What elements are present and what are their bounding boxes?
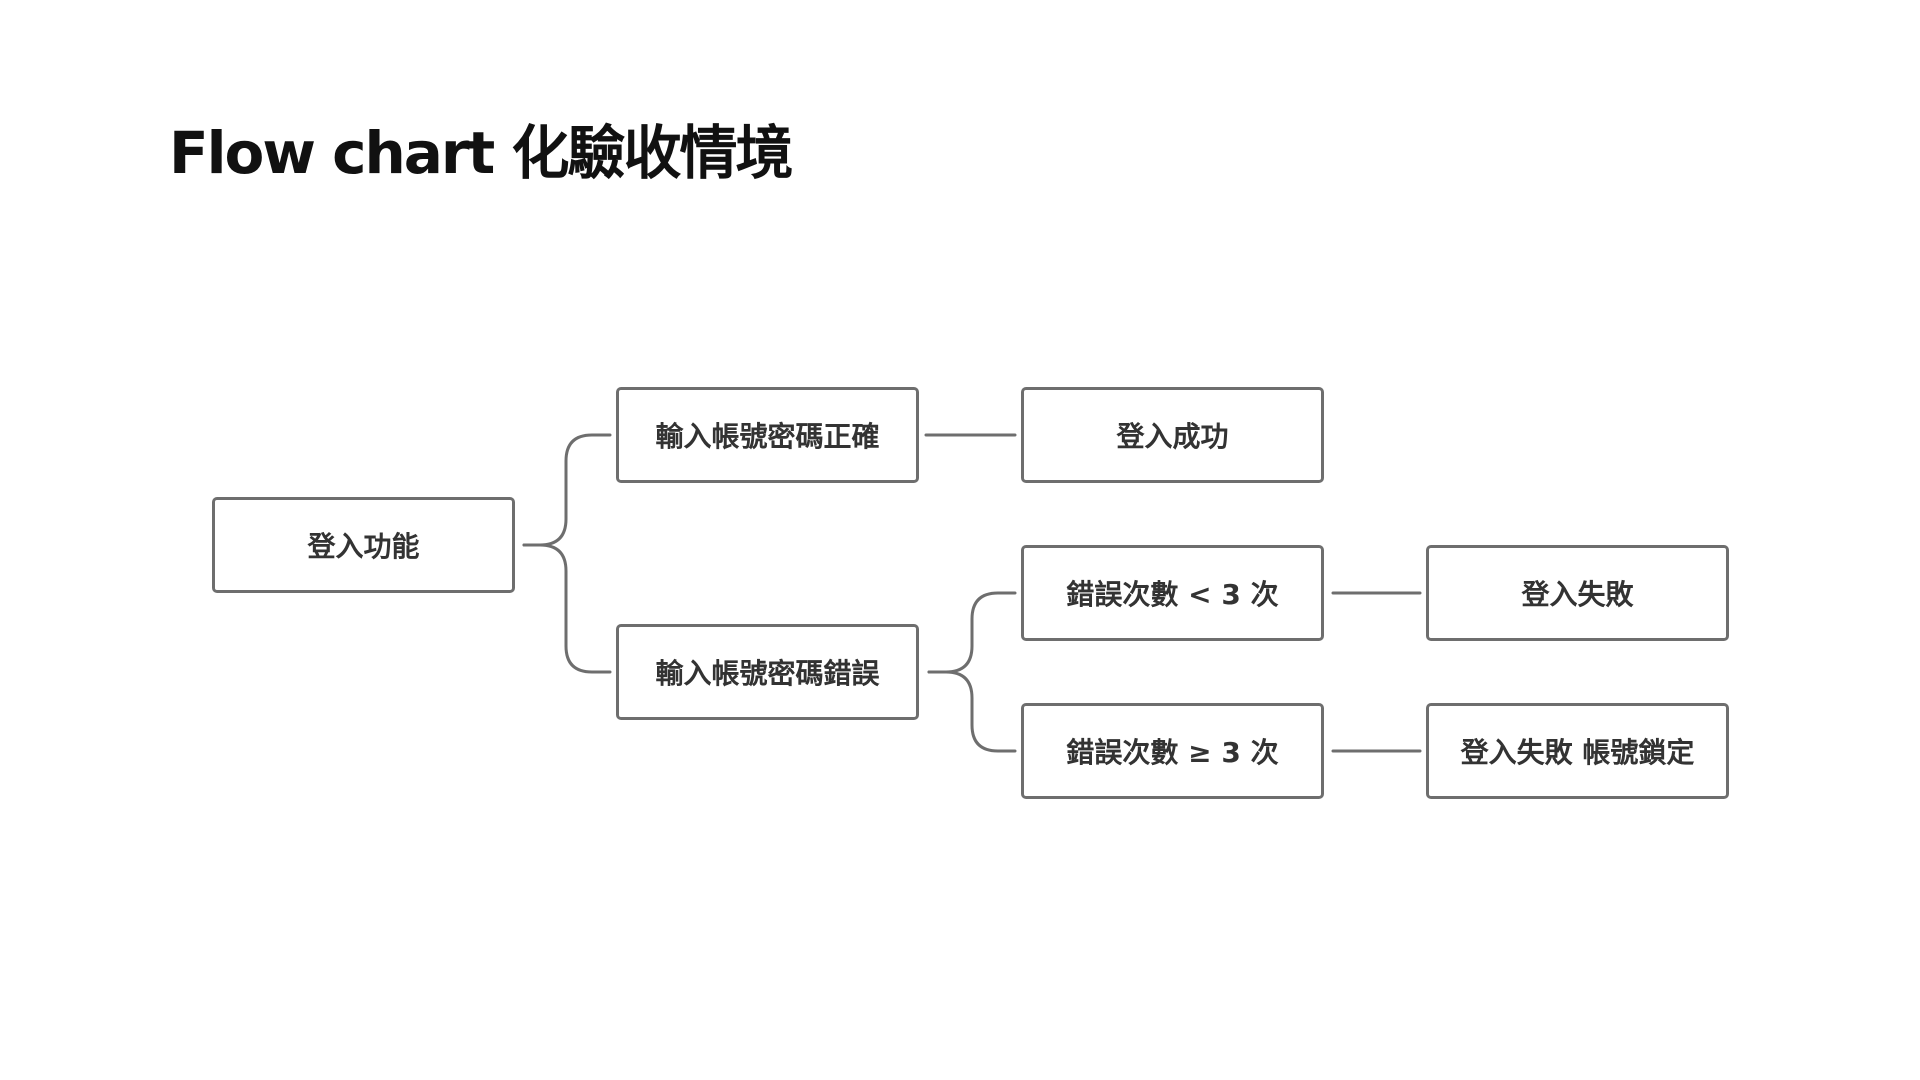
node-label: 登入失敗 帳號鎖定 [1460, 736, 1695, 769]
node-credentials-wrong: 輸入帳號密碼錯誤 [616, 624, 919, 720]
connector-wrong-ge3 [927, 670, 1017, 753]
node-label: 登入失敗 [1521, 578, 1634, 611]
node-errors-at-least-3: 錯誤次數 ≥ 3 次 [1021, 703, 1324, 799]
node-login-failed: 登入失敗 [1426, 545, 1729, 641]
node-label: 錯誤次數 < 3 次 [1066, 578, 1279, 611]
connector-root-correct [522, 433, 612, 547]
connector-wrong-lt3 [927, 591, 1017, 674]
page-title: Flow chart 化驗收情境 [169, 119, 793, 187]
node-label: 登入功能 [307, 530, 420, 563]
node-errors-less-than-3: 錯誤次數 < 3 次 [1021, 545, 1324, 641]
node-label: 輸入帳號密碼錯誤 [655, 657, 880, 690]
node-login-failed-account-locked: 登入失敗 帳號鎖定 [1426, 703, 1729, 799]
node-label: 輸入帳號密碼正確 [655, 420, 880, 453]
node-credentials-correct: 輸入帳號密碼正確 [616, 387, 919, 483]
node-login-success: 登入成功 [1021, 387, 1324, 483]
node-label: 登入成功 [1116, 420, 1229, 453]
node-login-function: 登入功能 [212, 497, 515, 593]
node-label: 錯誤次數 ≥ 3 次 [1066, 736, 1279, 769]
connector-root-wrong [522, 543, 612, 674]
